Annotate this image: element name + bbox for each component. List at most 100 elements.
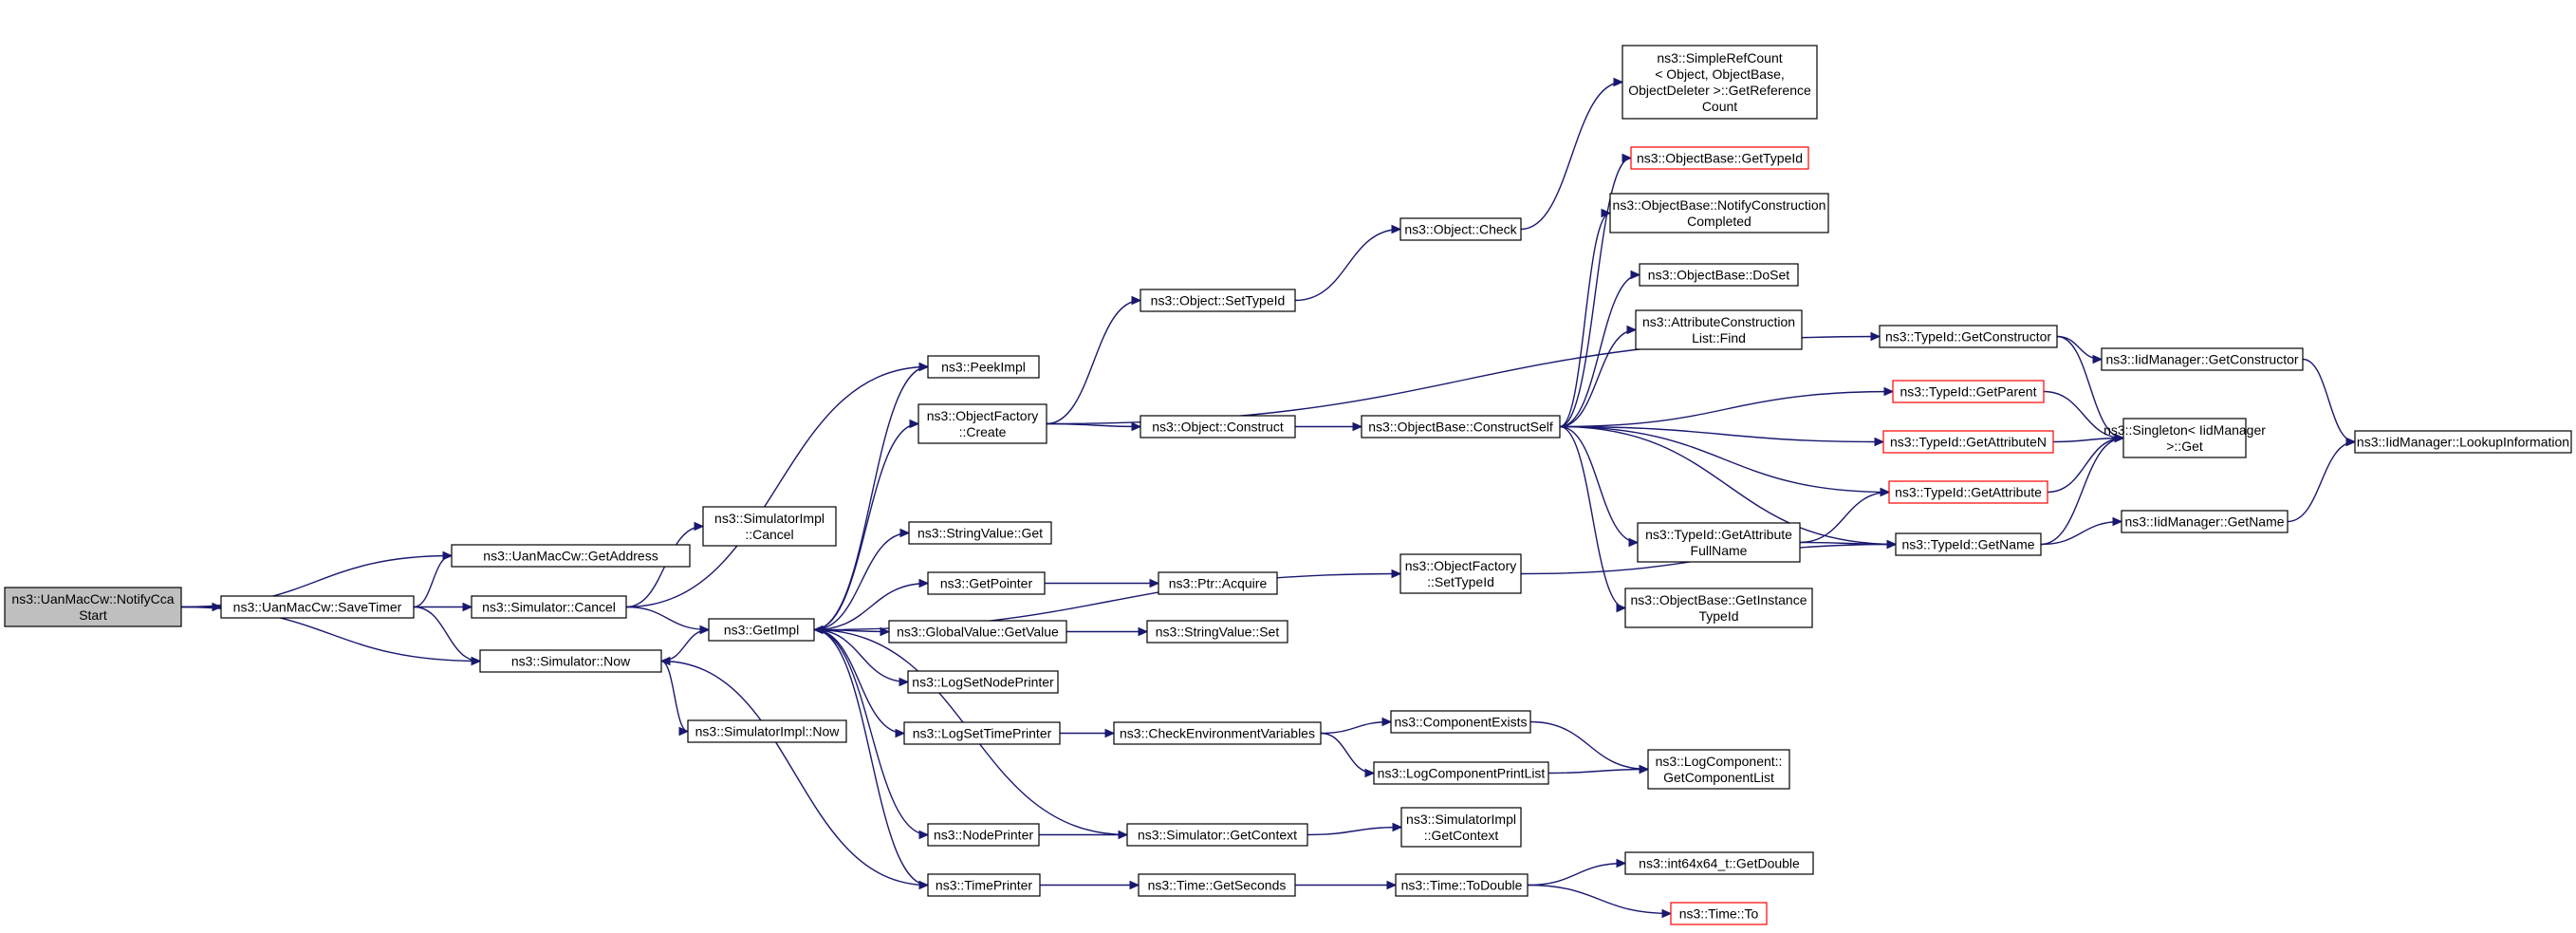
node-obconstructself[interactable]: ns3::ObjectBase::ConstructSelf <box>1361 415 1561 439</box>
node-label-obgetinst: TypeId <box>1698 608 1738 624</box>
node-label-implgetctx: ns3::SimulatorImpl <box>1406 812 1516 827</box>
node-ptracquire[interactable]: ns3::Ptr::Acquire <box>1158 571 1278 595</box>
arrowhead-obconstructself-to-obnotify <box>1601 208 1612 218</box>
node-lognode[interactable]: ns3::LogSetNodePrinter <box>907 670 1059 694</box>
node-label-timeto: ns3::Time::To <box>1679 906 1759 922</box>
node-label-implcancel: ns3::SimulatorImpl <box>714 511 825 526</box>
node-timegetsec[interactable]: ns3::Time::GetSeconds <box>1138 873 1296 897</box>
node-tidgetparent[interactable]: ns3::TypeId::GetParent <box>1892 380 2045 403</box>
node-singleton[interactable]: ns3::Singleton< IidManager>::Get <box>2103 418 2266 458</box>
node-label-singleton: >::Get <box>2166 439 2203 454</box>
node-implnow[interactable]: ns3::SimulatorImpl::Now <box>687 719 847 743</box>
node-label-root: Start <box>79 607 107 623</box>
node-tidgetname[interactable]: ns3::TypeId::GetName <box>1895 532 2042 556</box>
node-box-savetimer <box>220 595 415 619</box>
node-label-obgetinst: ns3::ObjectBase::GetInstance <box>1631 592 1807 607</box>
node-objsettypeid[interactable]: ns3::Object::SetTypeId <box>1140 289 1296 312</box>
node-tidgetattr[interactable]: ns3::TypeId::GetAttribute <box>1888 480 2048 504</box>
arrowhead-obconstructself-to-tidgetattrfull <box>1628 537 1640 548</box>
node-box-obgettypeid <box>1630 146 1809 170</box>
node-logtime[interactable]: ns3::LogSetTimePrinter <box>903 721 1061 745</box>
node-int64[interactable]: ns3::int64x64_t::GetDouble <box>1624 851 1814 875</box>
node-obnotify[interactable]: ns3::ObjectBase::NotifyConstructionCompl… <box>1609 193 1829 233</box>
node-label-simgetctx: ns3::Simulator::GetContext <box>1138 828 1297 843</box>
arrowhead-getimpl-to-strget <box>899 528 911 538</box>
node-iidgetname[interactable]: ns3::IidManager::GetName <box>2121 510 2289 533</box>
arrowhead-savetimer-to-simnow <box>471 656 482 666</box>
arrowhead-tidgetctor-to-iidgetctor <box>2092 354 2103 364</box>
node-label-timeprinter: ns3::TimePrinter <box>936 878 1033 893</box>
node-obgettypeid[interactable]: ns3::ObjectBase::GetTypeId <box>1630 146 1809 170</box>
arrowhead-checkenv-to-compexists <box>1381 717 1393 727</box>
node-simgetctx[interactable]: ns3::Simulator::GetContext <box>1126 823 1308 847</box>
node-simcancel[interactable]: ns3::Simulator::Cancel <box>471 595 627 619</box>
arrowhead-timeprinter-to-simnow <box>659 656 671 666</box>
node-label-root: ns3::UanMacCw::NotifyCca <box>11 591 174 606</box>
edge-getimpl-to-strget <box>813 532 910 631</box>
node-checkenv[interactable]: ns3::CheckEnvironmentVariables <box>1113 721 1322 745</box>
arrowhead-tidgetattrfull-to-tidgetattr <box>1880 487 1891 497</box>
node-savetimer[interactable]: ns3::UanMacCw::SaveTimer <box>220 595 415 619</box>
edge-simcancel-to-peekimpl <box>625 365 929 608</box>
edge-tidgetattr-to-singleton <box>2047 437 2124 494</box>
node-timetodouble[interactable]: ns3::Time::ToDouble <box>1395 873 1529 897</box>
node-ofsettypeid[interactable]: ns3::ObjectFactory::SetTypeId <box>1399 553 1522 594</box>
node-label-logcompget: ns3::LogComponent:: <box>1656 754 1783 769</box>
node-objconstruct[interactable]: ns3::Object::Construct <box>1140 415 1296 439</box>
node-getimpl[interactable]: ns3::GetImpl <box>708 618 815 642</box>
node-logcompprint[interactable]: ns3::LogComponentPrintList <box>1373 761 1549 785</box>
node-box-tidgetparent <box>1892 380 2045 403</box>
node-label-getimpl: ns3::GetImpl <box>724 623 799 638</box>
arrowhead-ofsettypeid-to-tidgetname <box>1886 539 1898 550</box>
node-timeto[interactable]: ns3::Time::To <box>1670 902 1768 925</box>
node-peekimpl[interactable]: ns3::PeekImpl <box>927 355 1040 379</box>
node-nodeprinter[interactable]: ns3::NodePrinter <box>927 823 1040 847</box>
node-iidlookup[interactable]: ns3::IidManager::LookupInformation <box>2354 430 2572 454</box>
node-implgetctx[interactable]: ns3::SimulatorImpl::GetContext <box>1400 807 1522 848</box>
node-gvgetvalue[interactable]: ns3::GlobalValue::GetValue <box>888 620 1067 644</box>
edge-timetodouble-to-timeto <box>1527 884 1672 915</box>
node-getaddress[interactable]: ns3::UanMacCw::GetAddress <box>451 544 691 568</box>
node-label-timegetsec: ns3::Time::GetSeconds <box>1148 878 1287 893</box>
node-timeprinter[interactable]: ns3::TimePrinter <box>927 873 1041 897</box>
arrowhead-objconstruct-to-obconstructself <box>1352 421 1363 432</box>
node-objcheck[interactable]: ns3::Object::Check <box>1399 217 1522 241</box>
node-tidgetattrn[interactable]: ns3::TypeId::GetAttributeN <box>1882 430 2054 454</box>
arrowhead-simgetctx-to-implgetctx <box>1392 822 1403 832</box>
node-strset[interactable]: ns3::StringValue::Set <box>1146 620 1288 644</box>
node-tidgetctor[interactable]: ns3::TypeId::GetConstructor <box>1879 325 2058 348</box>
node-ofcreate[interactable]: ns3::ObjectFactory::Create <box>917 403 1047 444</box>
node-compexists[interactable]: ns3::ComponentExists <box>1390 710 1531 734</box>
arrowhead-tidgetname-to-iidgetname <box>2112 516 2123 527</box>
node-getpointer[interactable]: ns3::GetPointer <box>927 571 1046 595</box>
node-implcancel[interactable]: ns3::SimulatorImpl::Cancel <box>702 506 837 547</box>
edge-savetimer-to-getaddress <box>413 554 453 608</box>
arrowhead-obconstructself-to-tidgetattrn <box>1874 437 1885 447</box>
node-box-obgetinst <box>1624 588 1813 628</box>
node-simplerefcount[interactable]: ns3::SimpleRefCount< Object, ObjectBase,… <box>1622 45 1818 120</box>
node-box-getaddress <box>451 544 691 568</box>
node-box-nodeprinter <box>927 823 1040 847</box>
node-logcompget[interactable]: ns3::LogComponent::GetComponentList <box>1647 749 1790 790</box>
node-box-singleton <box>2122 418 2247 458</box>
node-label-lognode: ns3::LogSetNodePrinter <box>912 675 1054 690</box>
arrowhead-simnow-to-implnow <box>678 726 690 737</box>
node-iidgetctor[interactable]: ns3::IidManager::GetConstructor <box>2101 347 2304 371</box>
node-label-objconstruct: ns3::Object::Construct <box>1152 420 1284 435</box>
node-box-objsettypeid <box>1140 289 1296 312</box>
arrowhead-ofcreate-to-objsettypeid <box>1131 295 1142 306</box>
node-simnow[interactable]: ns3::Simulator::Now <box>479 649 662 673</box>
node-box-compexists <box>1390 710 1531 734</box>
node-box-timeprinter <box>927 873 1041 897</box>
node-box-int64 <box>1624 851 1814 875</box>
node-obdoset[interactable]: ns3::ObjectBase::DoSet <box>1639 263 1799 287</box>
node-box-tidgetattrfull <box>1637 522 1801 563</box>
node-label-ptracquire: ns3::Ptr::Acquire <box>1169 576 1268 591</box>
edge-simcancel-to-getimpl <box>625 606 710 631</box>
node-label-strset: ns3::StringValue::Set <box>1156 625 1280 640</box>
node-strget[interactable]: ns3::StringValue::Get <box>908 521 1052 545</box>
